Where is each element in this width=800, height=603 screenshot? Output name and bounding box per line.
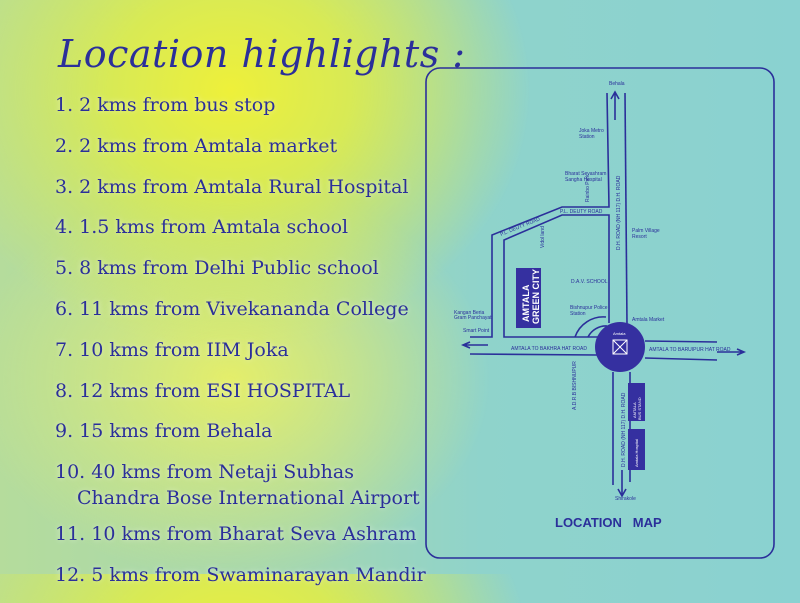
- arrow-up-icon: [610, 90, 620, 120]
- map-label: Behala: [609, 81, 625, 87]
- map-label: D.H. ROAD (NH 117) D.H. ROAD: [616, 175, 622, 250]
- list-item: 7. 10 kms from IIM Joka: [55, 337, 426, 378]
- map-label: Resort: [632, 234, 647, 240]
- map-label: AMTALA: [521, 284, 531, 322]
- map-label: Station: [570, 311, 586, 317]
- map-label: AMTALA TO BAKHRA HAT ROAD: [511, 346, 587, 352]
- map-label: Rainbo Park: [585, 174, 591, 202]
- map-label: GREEN CITY: [531, 269, 541, 324]
- map-border: [425, 67, 775, 559]
- map-label: Kangan Beria: [454, 310, 485, 316]
- list-item: 2. 2 kms from Amtala market: [55, 133, 426, 174]
- bus-stand-box: [628, 383, 645, 421]
- list-item: 3. 2 kms from Amtala Rural Hospital: [55, 174, 426, 215]
- map-label: P.L. DEUTY ROAD: [560, 209, 603, 215]
- item-text: 4. 1.5 kms from Amtala school: [55, 216, 349, 239]
- map-label: D.A.V. SCHOOL: [571, 279, 608, 285]
- item-text: 5. 8 kms from Delhi Public school: [55, 257, 379, 280]
- arrow-right-icon: [717, 348, 747, 356]
- map-label: AMTALA TO BARUIPUR HAT ROAD: [649, 347, 731, 353]
- map-label: AMTALA: [632, 402, 637, 418]
- road: [469, 353, 598, 356]
- map-label: Amtala: [613, 331, 626, 336]
- item-text: 6. 11 kms from Vivekananda College: [55, 297, 409, 320]
- map-label: Bharat Sevashram: [565, 171, 606, 177]
- list-item: 6. 11 kms from Vivekananda College: [55, 296, 426, 337]
- arrow-down-icon: [617, 470, 627, 498]
- map-label: D.H. ROAD (NH 117) D.H. ROAD: [621, 392, 627, 467]
- road: [624, 92, 628, 326]
- page-title: Location highlights :: [58, 32, 466, 76]
- junction-icon: [612, 339, 628, 355]
- item-text: 9. 15 kms from Behala: [55, 420, 273, 443]
- road: [574, 316, 608, 338]
- item-text: 7. 10 kms from IIM Joka: [55, 338, 289, 361]
- map-label: Smart Point: [463, 328, 490, 334]
- list-item: 5. 8 kms from Delhi Public school: [55, 255, 426, 296]
- list-item: 8. 12 kms from ESI HOSPITAL: [55, 378, 426, 419]
- map-label: A.D.R.B BISHNUPUR: [572, 361, 578, 410]
- road: [470, 92, 610, 338]
- item-text: 11. 10 kms from Bharat Seva Ashram: [55, 523, 417, 546]
- map-label: Shirakole: [615, 496, 636, 502]
- map-caption: LOCATION MAP: [555, 515, 662, 530]
- hospital-box: [628, 429, 645, 470]
- map-label: Vidol land: [540, 226, 546, 248]
- arrow-left-icon: [460, 341, 488, 349]
- list-item: 1. 2 kms from bus stop: [55, 92, 426, 133]
- map-label: Bishnupur Police: [570, 305, 608, 311]
- map-label: Amtala Hospital: [634, 439, 639, 467]
- list-item: 4. 1.5 kms from Amtala school: [55, 214, 426, 255]
- green-city-box: [516, 268, 541, 328]
- list-item: 9. 15 kms from Behala: [55, 418, 426, 459]
- map-label: Amtala Market: [632, 317, 665, 323]
- road: [644, 340, 718, 361]
- map-label: Palm Village: [632, 228, 660, 234]
- item-text: 3. 2 kms from Amtala Rural Hospital: [55, 175, 409, 198]
- item-text-continued: Chandra Bose International Airport: [77, 487, 420, 510]
- map-label: Station: [579, 134, 595, 140]
- list-item: 11. 10 kms from Bharat Seva Ashram: [55, 521, 426, 562]
- map-label: BUS STAND: [637, 397, 642, 420]
- item-text: 10. 40 kms from Netaji Subhas: [55, 461, 354, 484]
- item-text: 1. 2 kms from bus stop: [55, 94, 276, 116]
- road: [503, 214, 610, 338]
- item-text: 8. 12 kms from ESI HOSPITAL: [55, 379, 351, 402]
- map-label: Joka Metro: [579, 128, 604, 134]
- map-label: Sangha Hospital: [565, 177, 602, 183]
- map-label: Gram Panchayat: [454, 315, 492, 321]
- item-text: 2. 2 kms from Amtala market: [55, 134, 338, 157]
- location-map: Behala Joka Metro Station Bharat Sevashr…: [425, 67, 775, 559]
